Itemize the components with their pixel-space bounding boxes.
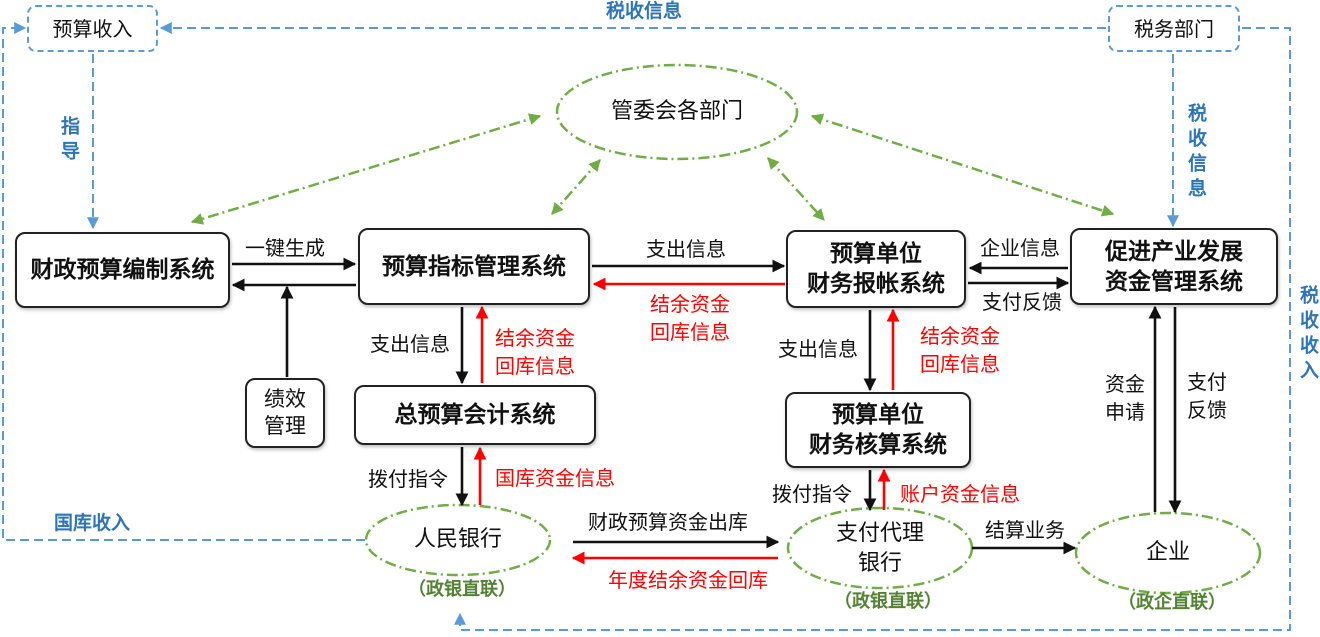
- account-fund-info-label: 账户资金信息: [900, 482, 1020, 506]
- performance-line-1: 绩效: [264, 387, 306, 411]
- budget-revenue-node: 预算收入: [27, 5, 158, 52]
- accounting-to-reimburse-label: 结余资金 回库信息: [920, 322, 1000, 378]
- peoples-bank-label: 人民银行: [413, 527, 503, 552]
- performance-management-node: 绩效 管理: [245, 378, 325, 448]
- budget-preparation-system-node: 财政预算编制系统: [15, 232, 230, 308]
- unit-accounting-line-1: 预算单位: [832, 402, 924, 428]
- one-click-generate-label: 一键生成: [245, 236, 325, 260]
- tax-department-node: 税务部门: [1108, 5, 1240, 52]
- committee-preparation-link: [190, 113, 542, 225]
- tax-info-top-label: 税收信息: [605, 0, 683, 22]
- unit-accounting-system-node: 预算单位 财务核算系统: [785, 392, 971, 468]
- general-to-index-line-2: 回库信息: [495, 354, 575, 378]
- index-to-general-label: 支出信息: [370, 332, 450, 356]
- payment-feedback-line-1: 支付: [1187, 370, 1227, 394]
- fund-application-line-2: 申请: [1105, 400, 1145, 424]
- reimburse-to-index-label: 结余资金 回库信息: [650, 290, 730, 346]
- general-accounting-system-label: 总预算会计系统: [394, 402, 556, 428]
- reimburse-to-accounting-label: 支出信息: [778, 337, 858, 361]
- agent-bank-line-1: 支付代理: [835, 521, 925, 546]
- unit-reimbursement-line-2: 财务报帐系统: [807, 271, 945, 297]
- budget-preparation-system-label: 财政预算编制系统: [30, 257, 215, 283]
- general-to-index-label: 结余资金 回库信息: [495, 324, 575, 380]
- budget-index-system-label: 预算指标管理系统: [382, 253, 566, 280]
- committee-departments-ellipse: [555, 63, 799, 161]
- general-to-index-line-1: 结余资金: [495, 326, 575, 350]
- reimburse-to-index-line-1: 结余资金: [650, 292, 730, 316]
- tax-revenue-label: 税收收入: [1297, 285, 1319, 385]
- index-to-reimburse-label: 支出信息: [646, 237, 726, 261]
- committee-index-link: [551, 159, 601, 215]
- general-to-bank-label: 拨付指令: [368, 467, 448, 491]
- fund-application-label: 资金 申请: [1105, 370, 1145, 426]
- general-accounting-system-node: 总预算会计系统: [354, 385, 596, 445]
- peoples-bank-channel-tag: （政银直联）: [408, 579, 516, 600]
- fiscal-outflow-label: 财政预算资金出库: [588, 510, 748, 534]
- treasury-revenue-label: 国库收入: [53, 512, 131, 534]
- year-end-return-label: 年度结余资金回库: [608, 568, 768, 592]
- committee-departments-label: 管委会各部门: [610, 99, 744, 124]
- tax-department-label: 税务部门: [1134, 16, 1214, 41]
- enterprise-label: 企业: [1145, 540, 1191, 565]
- enterprise-channel-tag: （政企直联）: [1118, 592, 1226, 613]
- performance-line-2: 管理: [264, 414, 306, 438]
- industry-fund-system-node: 促进产业发展 资金管理系统: [1070, 228, 1278, 305]
- budget-revenue-label: 预算收入: [52, 16, 133, 41]
- payment-feedback-horizontal-label: 支付反馈: [982, 290, 1062, 314]
- fund-application-line-1: 资金: [1105, 372, 1145, 396]
- tax-revenue-flow: [454, 27, 1291, 631]
- unit-accounting-line-2: 财务核算系统: [809, 432, 947, 458]
- reimburse-to-index-line-2: 回库信息: [650, 320, 730, 344]
- payment-feedback-vertical-label: 支付 反馈: [1187, 368, 1227, 424]
- committee-reimburse-link: [767, 157, 825, 221]
- unit-reimbursement-system-node: 预算单位 财务报帐系统: [786, 230, 966, 308]
- enterprise-info-label: 企业信息: [980, 236, 1060, 260]
- agent-bank-line-2: 银行: [857, 551, 903, 576]
- settlement-label: 结算业务: [985, 518, 1065, 542]
- industry-fund-line-2: 资金管理系统: [1105, 268, 1243, 295]
- treasury-fund-info-label: 国库资金信息: [495, 466, 615, 490]
- agent-bank-label: 支付代理 银行: [836, 519, 924, 579]
- committee-industry-link: [810, 113, 1115, 217]
- industry-fund-line-1: 促进产业发展: [1105, 238, 1243, 265]
- budget-index-system-node: 预算指标管理系统: [358, 228, 590, 305]
- unit-reimbursement-line-1: 预算单位: [830, 241, 922, 267]
- accounting-to-reimburse-line-2: 回库信息: [920, 352, 1000, 376]
- accounting-to-agent-label: 拨付指令: [772, 482, 852, 506]
- agent-bank-channel-tag: （政银直联）: [834, 591, 942, 612]
- guidance-label: 指导: [58, 116, 80, 166]
- payment-feedback-line-2: 反馈: [1187, 398, 1227, 422]
- treasury-revenue-flow: [2, 22, 365, 541]
- accounting-to-reimburse-line-1: 结余资金: [920, 324, 1000, 348]
- tax-info-right-label: 税收信息: [1185, 103, 1207, 203]
- peoples-bank-ellipse: [364, 503, 552, 577]
